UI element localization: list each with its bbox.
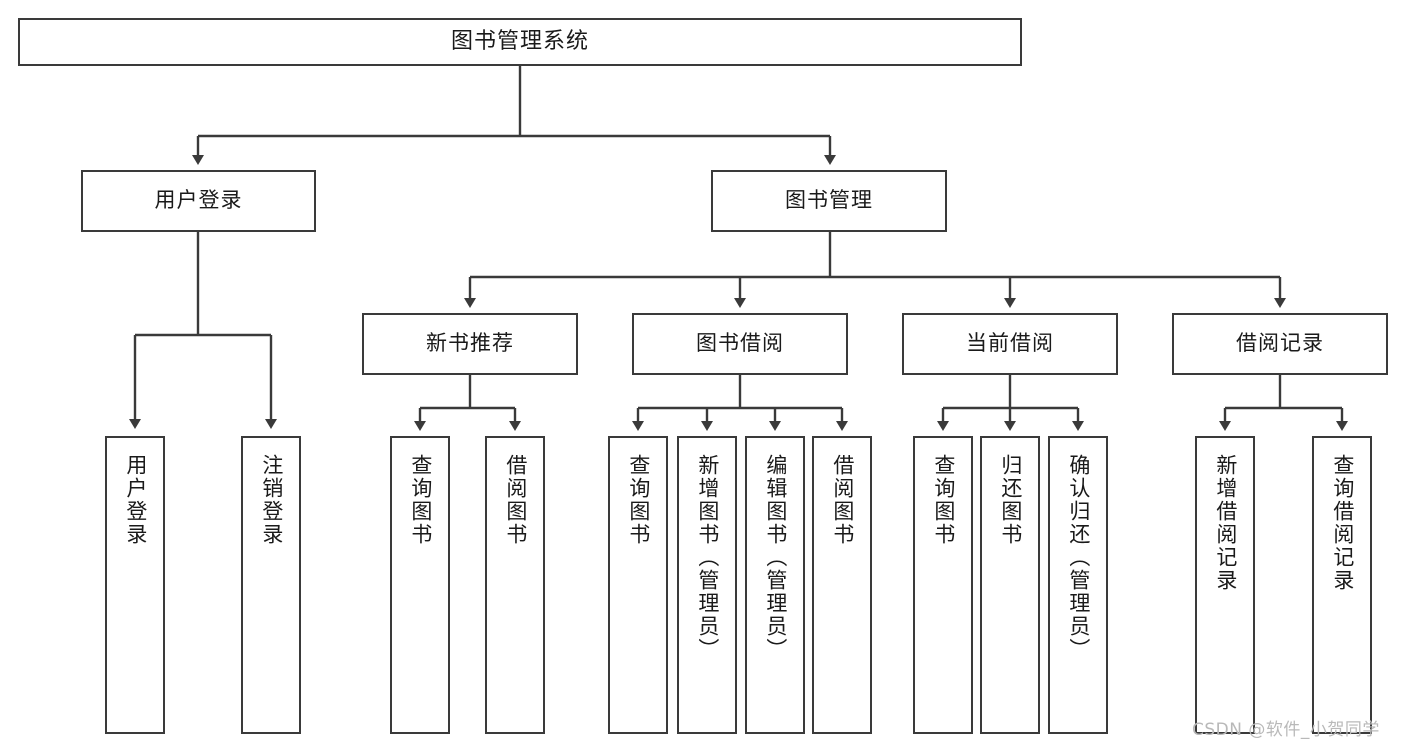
node-label: 新书推荐 [426,331,514,356]
node-current-borrow[interactable]: 当前借阅 [902,313,1118,375]
node-label: 图书管理系统 [450,28,589,54]
leaf-return-book[interactable]: 归还图书 [980,436,1040,734]
node-label: 借阅记录 [1236,331,1324,356]
node-label: 用户登录 [154,188,243,213]
node-label: 确认归还（管理员） [1066,454,1091,661]
csdn-watermark: CSDN @软件_小贺同学 [1192,720,1380,740]
node-label: 归还图书 [998,454,1023,546]
node-label: 查询图书 [931,454,956,546]
node-label: 借阅图书 [503,454,528,546]
node-new-book-recommend[interactable]: 新书推荐 [362,313,578,375]
leaf-confirm-return-admin[interactable]: 确认归还（管理员） [1048,436,1108,734]
node-label: 新增图书（管理员） [695,454,720,661]
node-label: 新增借阅记录 [1213,454,1238,592]
node-label: 当前借阅 [966,331,1054,356]
node-book-borrow[interactable]: 图书借阅 [632,313,848,375]
leaf-add-book-admin[interactable]: 新增图书（管理员） [677,436,737,734]
leaf-query-book-current[interactable]: 查询图书 [913,436,973,734]
node-label: 图书管理 [785,188,873,213]
node-label: 图书借阅 [696,331,784,356]
leaf-borrow-book[interactable]: 借阅图书 [812,436,872,734]
leaf-query-book-borrow[interactable]: 查询图书 [608,436,668,734]
node-label: 查询借阅记录 [1330,454,1355,592]
node-label: 注销登录 [259,454,284,546]
node-label: 借阅图书 [830,454,855,546]
leaf-add-borrow-record[interactable]: 新增借阅记录 [1195,436,1255,734]
leaf-borrow-book-recommend[interactable]: 借阅图书 [485,436,545,734]
node-label: 编辑图书（管理员） [763,454,788,661]
leaf-query-borrow-record[interactable]: 查询借阅记录 [1312,436,1372,734]
node-root-system[interactable]: 图书管理系统 [18,18,1022,66]
leaf-edit-book-admin[interactable]: 编辑图书（管理员） [745,436,805,734]
node-user-login[interactable]: 用户登录 [81,170,316,232]
leaf-logout[interactable]: 注销登录 [241,436,301,734]
node-label: 用户登录 [123,454,148,546]
node-book-management[interactable]: 图书管理 [711,170,947,232]
node-label: 查询图书 [408,454,433,546]
leaf-user-login[interactable]: 用户登录 [105,436,165,734]
leaf-query-book-recommend[interactable]: 查询图书 [390,436,450,734]
node-label: 查询图书 [626,454,651,546]
node-borrow-record[interactable]: 借阅记录 [1172,313,1388,375]
